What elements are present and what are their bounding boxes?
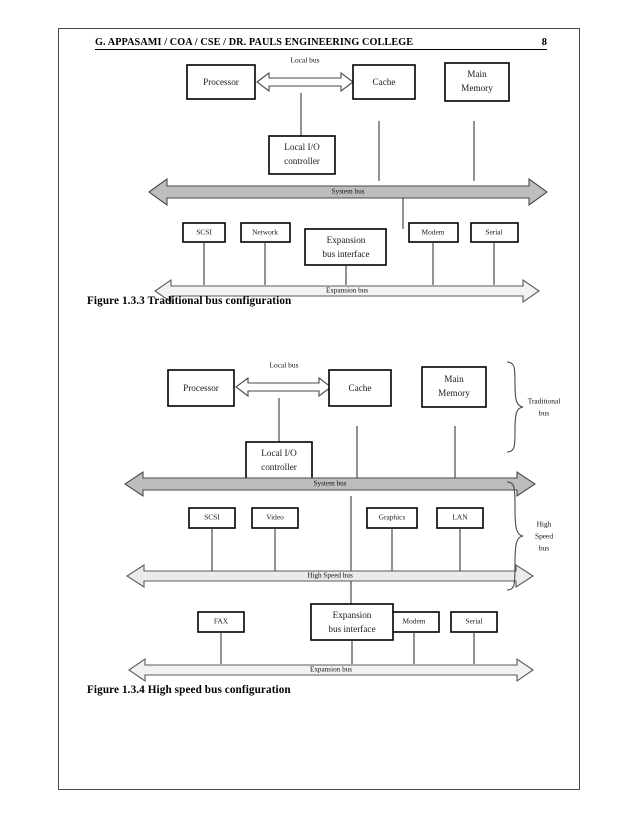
node-processor <box>186 64 256 100</box>
node-local-io-controller-label-2-line2: controller <box>261 462 297 472</box>
node-processor-label-2: Processor <box>183 383 219 393</box>
local-bus-label-2: Local bus <box>270 361 299 370</box>
node-main-memory-label-2-line2: Memory <box>438 388 470 398</box>
node-expansion-bus-interface <box>304 228 387 266</box>
brace-traditional-bus-label-line1: Traditional <box>528 397 561 406</box>
node-local-io-controller-label-line1: Local I/O <box>284 142 320 152</box>
node-scsi-label: SCSI <box>196 228 212 237</box>
brace-traditional-bus <box>506 361 524 453</box>
node-lan-label: LAN <box>452 513 468 522</box>
node-expansion-bus-interface-label-2-line2: bus interface <box>328 624 375 634</box>
brace-high-speed-bus-label-line1: High <box>537 520 552 529</box>
figure-caption-high-speed: Figure 1.3.4 High speed bus configuratio… <box>87 684 291 696</box>
node-serial-label-2: Serial <box>465 617 482 626</box>
node-graphics-label: Graphics <box>379 513 406 522</box>
figure-high-speed-bus-configuration: Processor Local bus Cache Main Memory Lo… <box>89 354 560 683</box>
header-title: G. APPASAMI / COA / CSE / DR. PAULS ENGI… <box>95 37 414 48</box>
local-bus-label: Local bus <box>291 56 320 65</box>
expansion-bus-arrow-2 <box>128 657 534 683</box>
node-fax-label: FAX <box>214 617 229 626</box>
node-cache-2 <box>328 369 392 407</box>
node-local-io-controller-label-2-line1: Local I/O <box>261 448 297 458</box>
node-processor-2 <box>167 369 235 407</box>
figure-caption-traditional: Figure 1.3.3 Traditional bus configurati… <box>87 295 292 307</box>
system-bus-label: System bus <box>332 188 365 196</box>
node-expansion-bus-interface-label-line1: Expansion <box>327 235 366 245</box>
local-bus-double-arrow <box>256 71 354 93</box>
node-expansion-bus-interface-2 <box>310 603 394 641</box>
node-local-io-controller <box>268 135 336 175</box>
node-cache <box>352 64 416 100</box>
expansion-bus-arrow <box>154 278 540 304</box>
high-speed-bus-arrow <box>125 563 535 589</box>
brace-high-speed-bus-label-line2: Speed <box>535 532 553 541</box>
traditional-bus-diagram: Processor Local bus Cache Main Memory Lo… <box>148 56 548 304</box>
node-local-io-controller-label-line2: controller <box>284 156 320 166</box>
node-video-label: Video <box>266 513 284 522</box>
brace-high-speed-bus-label-line3: bus <box>539 544 549 553</box>
high-speed-bus-label: High Speed bus <box>307 572 353 580</box>
brace-high-speed-bus <box>506 481 524 591</box>
figure-traditional-bus-configuration: Processor Local bus Cache Main Memory Lo… <box>89 51 549 306</box>
page-sheet: G. APPASAMI / COA / CSE / DR. PAULS ENGI… <box>58 28 580 790</box>
node-main-memory-2 <box>421 366 487 408</box>
node-main-memory-label-line1: Main <box>467 69 487 79</box>
system-bus-label-2: System bus <box>314 480 347 488</box>
node-processor-label: Processor <box>203 77 239 87</box>
local-bus-double-arrow-2 <box>235 376 332 398</box>
node-cache-label: Cache <box>373 77 396 87</box>
system-bus-arrow <box>148 177 548 207</box>
node-scsi-label-2: SCSI <box>204 513 220 522</box>
page-number: 8 <box>541 37 547 48</box>
node-main-memory <box>444 62 510 102</box>
node-local-io-controller-2 <box>245 441 313 481</box>
page-header: G. APPASAMI / COA / CSE / DR. PAULS ENGI… <box>95 37 547 50</box>
node-main-memory-label-line2: Memory <box>461 83 493 93</box>
node-serial-label: Serial <box>485 228 502 237</box>
expansion-bus-label-2: Expansion bus <box>310 666 352 674</box>
node-modem-label-2: Modem <box>403 617 426 626</box>
node-expansion-bus-interface-label-line2: bus interface <box>322 249 369 259</box>
system-bus-arrow-2 <box>124 470 536 498</box>
node-expansion-bus-interface-label-2-line1: Expansion <box>333 610 372 620</box>
node-modem-label: Modem <box>422 228 445 237</box>
node-network-label: Network <box>252 228 278 237</box>
brace-traditional-bus-label-line2: bus <box>539 409 549 418</box>
high-speed-bus-diagram: Processor Local bus Cache Main Memory Lo… <box>124 361 560 683</box>
node-main-memory-label-2-line1: Main <box>444 374 464 384</box>
expansion-bus-label: Expansion bus <box>326 287 368 295</box>
node-cache-label-2: Cache <box>349 383 372 393</box>
